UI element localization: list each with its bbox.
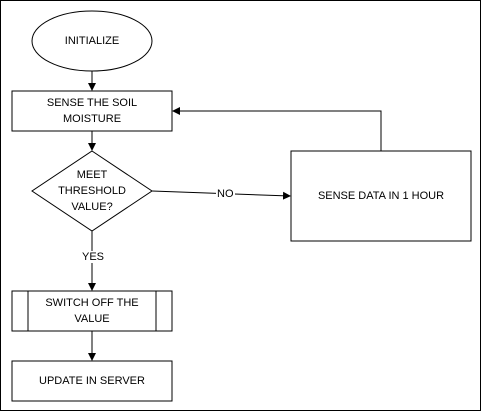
- threshold-node-label: MEET THRESHOLD VALUE?: [58, 169, 126, 213]
- edge-no-label: NO: [216, 188, 235, 200]
- sense-soil-node-label: SENSE THE SOIL MOISTURE: [46, 97, 138, 125]
- update-server-node-label: UPDATE IN SERVER: [39, 375, 145, 387]
- initialize-node-label: INITIALIZE: [64, 35, 120, 47]
- switch-off-node-label: SWITCH OFF THE VALUE: [45, 297, 139, 325]
- update-server-node-shape[interactable]: [11, 360, 173, 402]
- sense-data-node-label: SENSE DATA IN 1 HOUR: [317, 190, 445, 202]
- edge-yes-label: YES: [81, 251, 106, 263]
- sense-soil-node-shape[interactable]: [11, 90, 173, 132]
- edge-sense-data-loop-to-sense-soil: [172, 107, 382, 151]
- switch-off-node-shape[interactable]: [11, 290, 173, 332]
